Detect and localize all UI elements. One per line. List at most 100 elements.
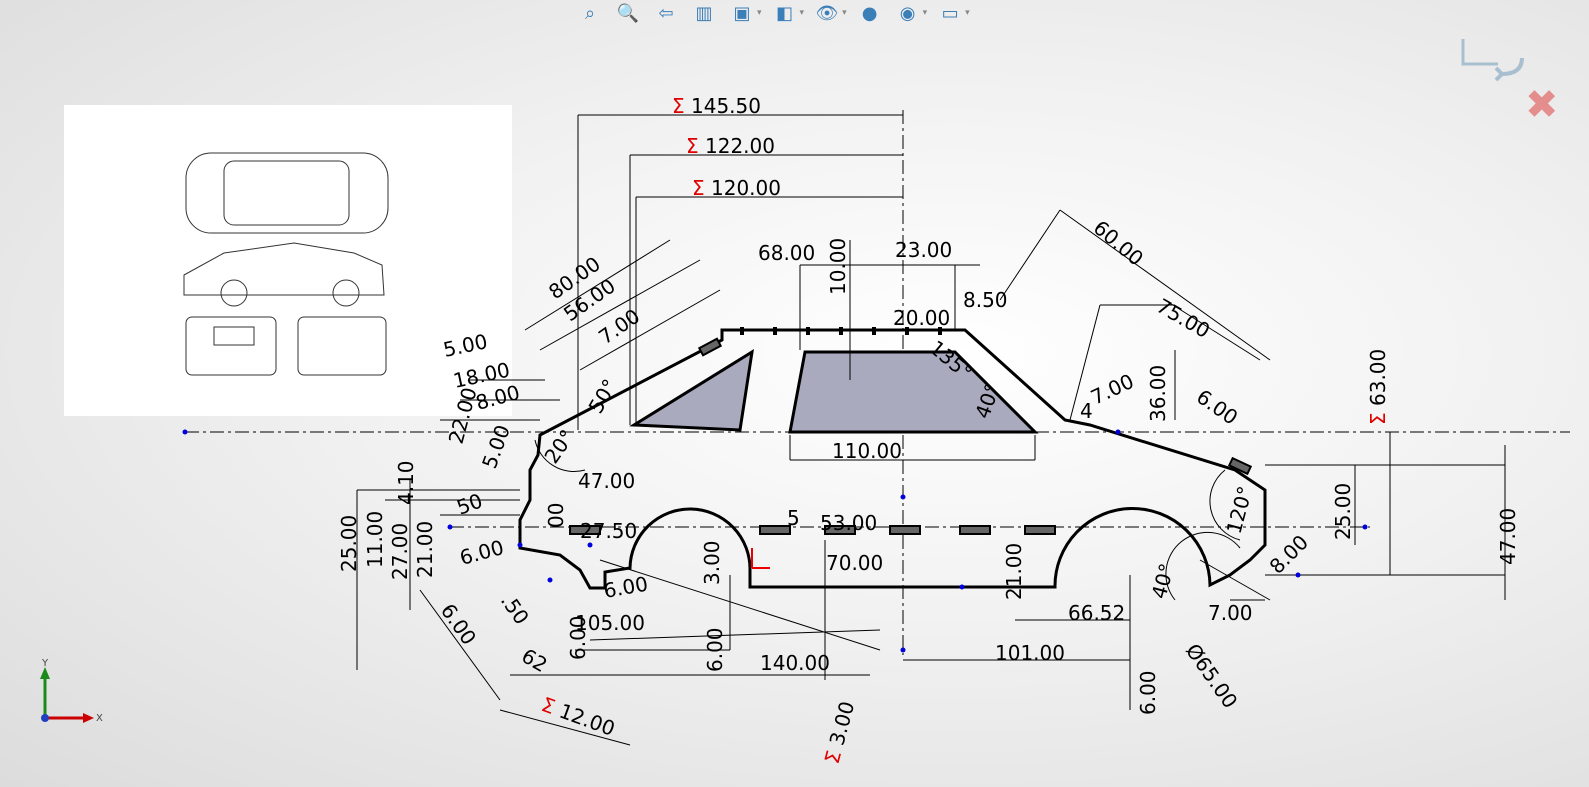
hide-show-items-icon[interactable]: 👁	[815, 2, 839, 24]
dimension-label[interactable]: 6.00	[436, 599, 481, 649]
dimension-label[interactable]: 105.00	[575, 611, 645, 635]
dimension-value: 5.00	[477, 422, 515, 472]
dimension-label[interactable]: Σ 120.00	[692, 176, 781, 200]
dimension-label[interactable]: 6.00	[602, 572, 650, 603]
sketch-point	[547, 577, 553, 583]
dimension-label[interactable]: 60.00	[1089, 215, 1148, 270]
dropdown-arrow-icon[interactable]: ▾	[842, 8, 847, 18]
display-style-icon[interactable]: ◧	[776, 2, 794, 24]
dimension-value: 110.00	[832, 439, 902, 463]
reference-image[interactable]	[64, 105, 512, 416]
dimension-label[interactable]: 27.50	[580, 519, 637, 543]
dimension-label[interactable]: Σ 145.50	[672, 94, 761, 118]
slot	[1024, 525, 1056, 535]
dimension-value: 40°	[1147, 561, 1179, 601]
previous-view-icon[interactable]: ⇦	[658, 2, 674, 24]
dimension-label[interactable]: 10.00	[826, 238, 850, 295]
dimension-label[interactable]: 21.00	[413, 521, 437, 578]
dimension-label[interactable]: Σ 3.00	[820, 699, 860, 767]
dimension-label[interactable]: 6.00	[1136, 670, 1160, 715]
angle-arc	[1209, 469, 1241, 541]
dimension-label[interactable]: 36.00	[1146, 365, 1170, 422]
dimension-label[interactable]: 21.00	[1002, 543, 1026, 600]
dimension-label[interactable]: .50	[496, 589, 534, 629]
dimension-label[interactable]: 3.00	[700, 540, 724, 585]
dimension-label[interactable]: 68.00	[758, 241, 815, 265]
dimension-label[interactable]: 6.00	[457, 535, 506, 570]
sketch-point	[900, 494, 906, 500]
dimension-label[interactable]: 50°	[584, 375, 623, 418]
section-view-icon[interactable]: ▥	[695, 2, 713, 24]
dimension-label[interactable]: Σ 12.00	[538, 692, 618, 741]
dimension-label[interactable]: 6.00	[703, 627, 727, 672]
dimension-label[interactable]: Ø65.00	[1181, 639, 1243, 713]
dimension-label[interactable]: Σ 63.00	[1366, 349, 1390, 425]
dimension-value: 36.00	[1146, 365, 1170, 422]
dropdown-arrow-icon[interactable]: ▾	[922, 8, 928, 18]
sigma-symbol: Σ	[686, 134, 699, 158]
dimension-label[interactable]: 7.00	[1208, 601, 1253, 625]
dimension-label[interactable]: 53.00	[820, 511, 877, 535]
view-orientation-icon[interactable]: ▣	[733, 2, 751, 24]
dimension-label[interactable]: 7.00	[1087, 369, 1138, 410]
slot	[889, 525, 921, 535]
cancel-sketch-icon[interactable]: ✖	[1525, 82, 1559, 128]
dimension-label[interactable]: 11.00	[363, 511, 387, 568]
exit-sketch-icon[interactable]	[1460, 36, 1530, 86]
dimension-label[interactable]: 6.00	[566, 615, 590, 660]
dropdown-arrow-icon[interactable]: ▾	[799, 8, 805, 18]
dimension-label[interactable]: 47.00	[1496, 508, 1520, 565]
sketch-point	[587, 542, 593, 548]
dimension-label[interactable]: 120°	[1222, 484, 1258, 537]
dimension-label[interactable]: 7.00	[594, 304, 644, 349]
dimension-label[interactable]: 40°	[1147, 561, 1179, 601]
dimension-label[interactable]: 62	[518, 644, 552, 678]
dimension-label[interactable]: 23.00	[895, 238, 952, 262]
dimension-label[interactable]: 8.00	[1265, 530, 1313, 578]
dimension-value: 140.00	[760, 651, 830, 675]
dimension-label[interactable]: 5.00	[477, 422, 515, 472]
sigma-symbol: Σ	[1366, 412, 1390, 425]
dimension-label[interactable]: 75.00	[1153, 294, 1215, 343]
dimension-value: 3.00	[700, 540, 724, 585]
dimension-label[interactable]: Σ 122.00	[686, 134, 775, 158]
dimension-label[interactable]: 101.00	[995, 641, 1065, 665]
dimension-value: 63.00	[1366, 349, 1390, 406]
dimension-label[interactable]: 4.10	[394, 460, 418, 505]
notch	[872, 327, 876, 335]
notch	[806, 327, 810, 335]
slot	[959, 525, 991, 535]
dimension-label[interactable]: 5	[787, 506, 800, 530]
apply-scene-icon[interactable]: ◉	[899, 2, 916, 24]
dimension-line	[579, 289, 721, 371]
view-settings-icon[interactable]: ▭	[941, 2, 959, 24]
dimension-label[interactable]: 140.00	[760, 651, 830, 675]
dropdown-arrow-icon[interactable]: ▾	[757, 8, 762, 18]
dimension-label[interactable]: 8.50	[963, 288, 1008, 312]
dimension-label[interactable]: 27.00	[388, 523, 412, 580]
dimension-value: 120°	[1222, 484, 1258, 537]
dimension-label[interactable]: 70.00	[826, 551, 883, 575]
dimension-label[interactable]: 110.00	[832, 439, 902, 463]
dimension-label[interactable]: 4	[1080, 399, 1093, 423]
dimension-label[interactable]: 25.00	[1331, 483, 1355, 540]
dimension-value: 21.00	[413, 521, 437, 578]
dimension-label[interactable]: 47.00	[578, 469, 635, 493]
dimension-label[interactable]: 6.00	[1192, 384, 1242, 429]
dimension-line	[1164, 299, 1261, 361]
dimension-label[interactable]: 66.52	[1068, 601, 1125, 625]
zoom-to-fit-icon[interactable]: ⌕	[584, 2, 596, 24]
edit-appearance-icon[interactable]: ●	[861, 2, 878, 24]
dimension-label[interactable]: 5.00	[441, 329, 490, 362]
dimension-line	[999, 209, 1061, 301]
dimension-value: 145.50	[691, 94, 761, 118]
dimension-label[interactable]: 25.00	[337, 515, 361, 572]
dimension-label[interactable]: 00	[544, 503, 568, 528]
dimension-value: 25.00	[337, 515, 361, 572]
dimension-value: 23.00	[895, 238, 952, 262]
dropdown-arrow-icon[interactable]: ▾	[965, 8, 970, 18]
dimension-label[interactable]: 22.00	[444, 385, 482, 447]
zoom-area-icon[interactable]: 🔍	[616, 2, 640, 24]
dimension-label[interactable]: 20.00	[893, 306, 950, 330]
